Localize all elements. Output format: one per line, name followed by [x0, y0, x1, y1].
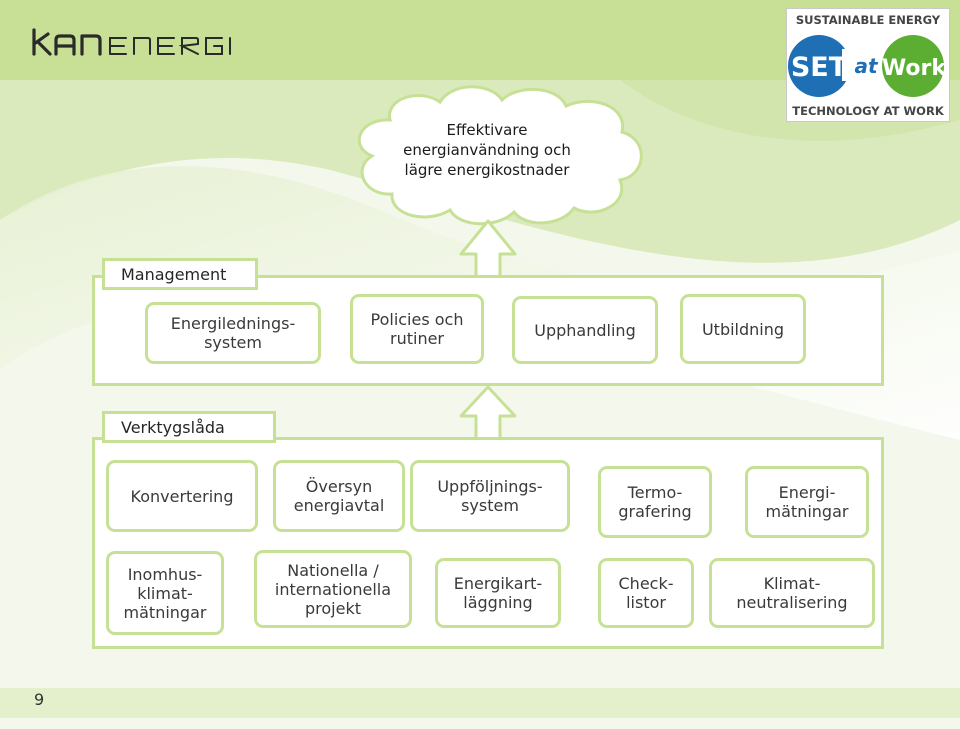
goal-line-3: lägre energikostnader [404, 161, 570, 179]
management-label: Management [102, 258, 258, 290]
up-arrow-toolbox-to-management [459, 385, 517, 440]
tool-energimatningar: Energi- mätningar [745, 466, 869, 538]
management-item-utbildning: Utbildning [680, 294, 806, 364]
up-arrow-management-to-goal [459, 219, 517, 280]
partner-work-text: Work [882, 56, 947, 81]
goal-cloud-text: Effektivare energianvändning och lägre e… [372, 120, 602, 180]
set-at-work-logo: SUSTAINABLE ENERGY SET at Work TECHNOLOG… [786, 8, 950, 122]
goal-cloud-shape [357, 85, 643, 226]
tool-checklistor: Check- listor [598, 558, 694, 628]
page-number: 9 [34, 690, 45, 709]
partner-bottom-text: TECHNOLOGY AT WORK [792, 104, 945, 118]
partner-at-text: at [854, 54, 878, 78]
footer-band [0, 688, 960, 718]
kanenergi-logo [32, 28, 231, 56]
tool-klimatneutralisering: Klimat- neutralisering [709, 558, 875, 628]
partner-top-text: SUSTAINABLE ENERGY [796, 13, 941, 27]
tool-uppfoljningssystem: Uppföljnings- system [410, 460, 570, 532]
goal-line-2: energianvändning och [403, 141, 571, 159]
toolbox-label: Verktygslåda [102, 411, 276, 443]
management-item-policies-och-rutiner: Policies och rutiner [350, 294, 484, 364]
management-item-energiledningssystem: Energilednings- system [145, 302, 321, 364]
tool-nationella-internationella-projekt: Nationella / internationella projekt [254, 550, 412, 628]
tool-konvertering: Konvertering [106, 460, 258, 532]
tool-termografering: Termo- grafering [598, 466, 712, 538]
tool-oversyn-energiavtal: Översyn energiavtal [273, 460, 405, 532]
management-item-upphandling: Upphandling [512, 296, 658, 364]
tool-inomhusklimatmatningar: Inomhus- klimat- mätningar [106, 551, 224, 635]
partner-set-text: SET [791, 52, 848, 83]
goal-line-1: Effektivare [446, 121, 528, 139]
tool-energikartlaggning: Energikart- läggning [435, 558, 561, 628]
